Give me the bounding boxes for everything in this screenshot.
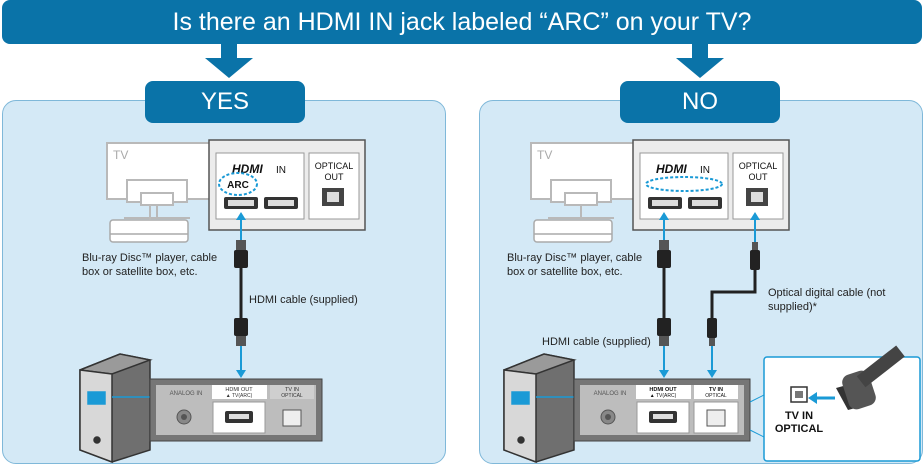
optical-zoom-inset: TV IN OPTICAL: [763, 345, 921, 462]
rear-tvin-label-1: TV IN: [709, 387, 723, 393]
rear-analog-label: ANALOG IN: [594, 391, 627, 397]
tv-jack-panel: HDMI IN OPTICAL OUT ARC: [208, 139, 366, 231]
rear-panel: ANALOG IN HDMI OUT ▲ TV(ARC) TV IN OPTIC…: [573, 378, 751, 442]
tv-label: TV: [113, 148, 128, 162]
question-text: Is there an HDMI IN jack labeled “ARC” o…: [172, 7, 752, 36]
caption-line: box or satellite box, etc.: [507, 266, 623, 278]
optical-out-label-2: OUT: [749, 172, 769, 182]
arrow-down-icon: [205, 42, 253, 78]
caption-line: Optical digital cable (not: [768, 287, 886, 299]
caption-line: box or satellite box, etc.: [82, 266, 198, 278]
hdmi-in-label: IN: [700, 165, 710, 176]
arc-label: ARC: [227, 180, 249, 191]
speaker-unit-icon: [79, 353, 153, 464]
zoom-label-1: TV IN: [785, 410, 813, 422]
rear-panel: ANALOG IN HDMI OUT ▲ TV(ARC) TV IN OPTIC…: [149, 378, 323, 442]
no-arc-highlight: [645, 176, 723, 192]
yes-tab: YES: [145, 81, 305, 123]
player-box-icon: [533, 219, 613, 243]
rear-hdmi-label-2: ▲ TV(ARC): [226, 393, 253, 399]
arc-highlight: [218, 172, 258, 196]
rear-hdmi-label-2: ▲ TV(ARC): [650, 393, 677, 399]
tv-icon: [530, 142, 642, 219]
player-box-icon: [109, 219, 189, 243]
optical-out-label-1: OPTICAL: [315, 161, 354, 171]
optical-plug-icon: [836, 345, 905, 410]
no-tab-label: NO: [682, 88, 718, 115]
yes-hdmi-cable-label: HDMI cable (supplied): [249, 294, 358, 306]
yes-player-caption: Blu-ray Disc™ player, cable box or satel…: [82, 251, 217, 279]
rear-tvin-label-2: OPTICAL: [705, 393, 727, 399]
no-optical-cable-label: Optical digital cable (not supplied)*: [768, 286, 885, 314]
zoom-label-2: OPTICAL: [775, 423, 824, 435]
rear-analog-label: ANALOG IN: [170, 391, 203, 397]
caption-line: supplied)*: [768, 301, 817, 313]
hdmi-in-label: IN: [276, 165, 286, 176]
rear-tvin-label-1: TV IN: [285, 387, 299, 393]
no-player-caption: Blu-ray Disc™ player, cable box or satel…: [507, 251, 642, 279]
tv-label: TV: [537, 148, 552, 162]
rear-hdmi-label-1: HDMI OUT: [649, 387, 677, 393]
optical-out-label-2: OUT: [325, 172, 345, 182]
caption-line: Blu-ray Disc™ player, cable: [507, 252, 643, 264]
rear-tvin-label-2: OPTICAL: [281, 393, 303, 399]
tv-jack-panel: HDMI IN OPTICAL OUT: [632, 139, 790, 231]
no-hdmi-cable-label: HDMI cable (supplied): [542, 336, 651, 348]
yes-tab-label: YES: [200, 88, 250, 115]
arrow-down-icon: [676, 42, 724, 78]
caption-line: Blu-ray Disc™ player, cable: [82, 252, 218, 264]
rear-hdmi-label-1: HDMI OUT: [225, 387, 253, 393]
banner-arrows: [205, 42, 724, 78]
no-tab: NO: [620, 81, 780, 123]
hdmi-logo: HDMI: [232, 162, 263, 176]
optical-out-label-1: OPTICAL: [739, 161, 778, 171]
tv-icon: [106, 142, 218, 219]
optical-cable: [707, 212, 760, 378]
hdmi-cable: [657, 212, 671, 378]
hdmi-cable: [234, 212, 248, 378]
hdmi-logo: HDMI: [656, 162, 687, 176]
question-banner: Is there an HDMI IN jack labeled “ARC” o…: [2, 0, 922, 44]
speaker-unit-icon: [503, 353, 577, 464]
